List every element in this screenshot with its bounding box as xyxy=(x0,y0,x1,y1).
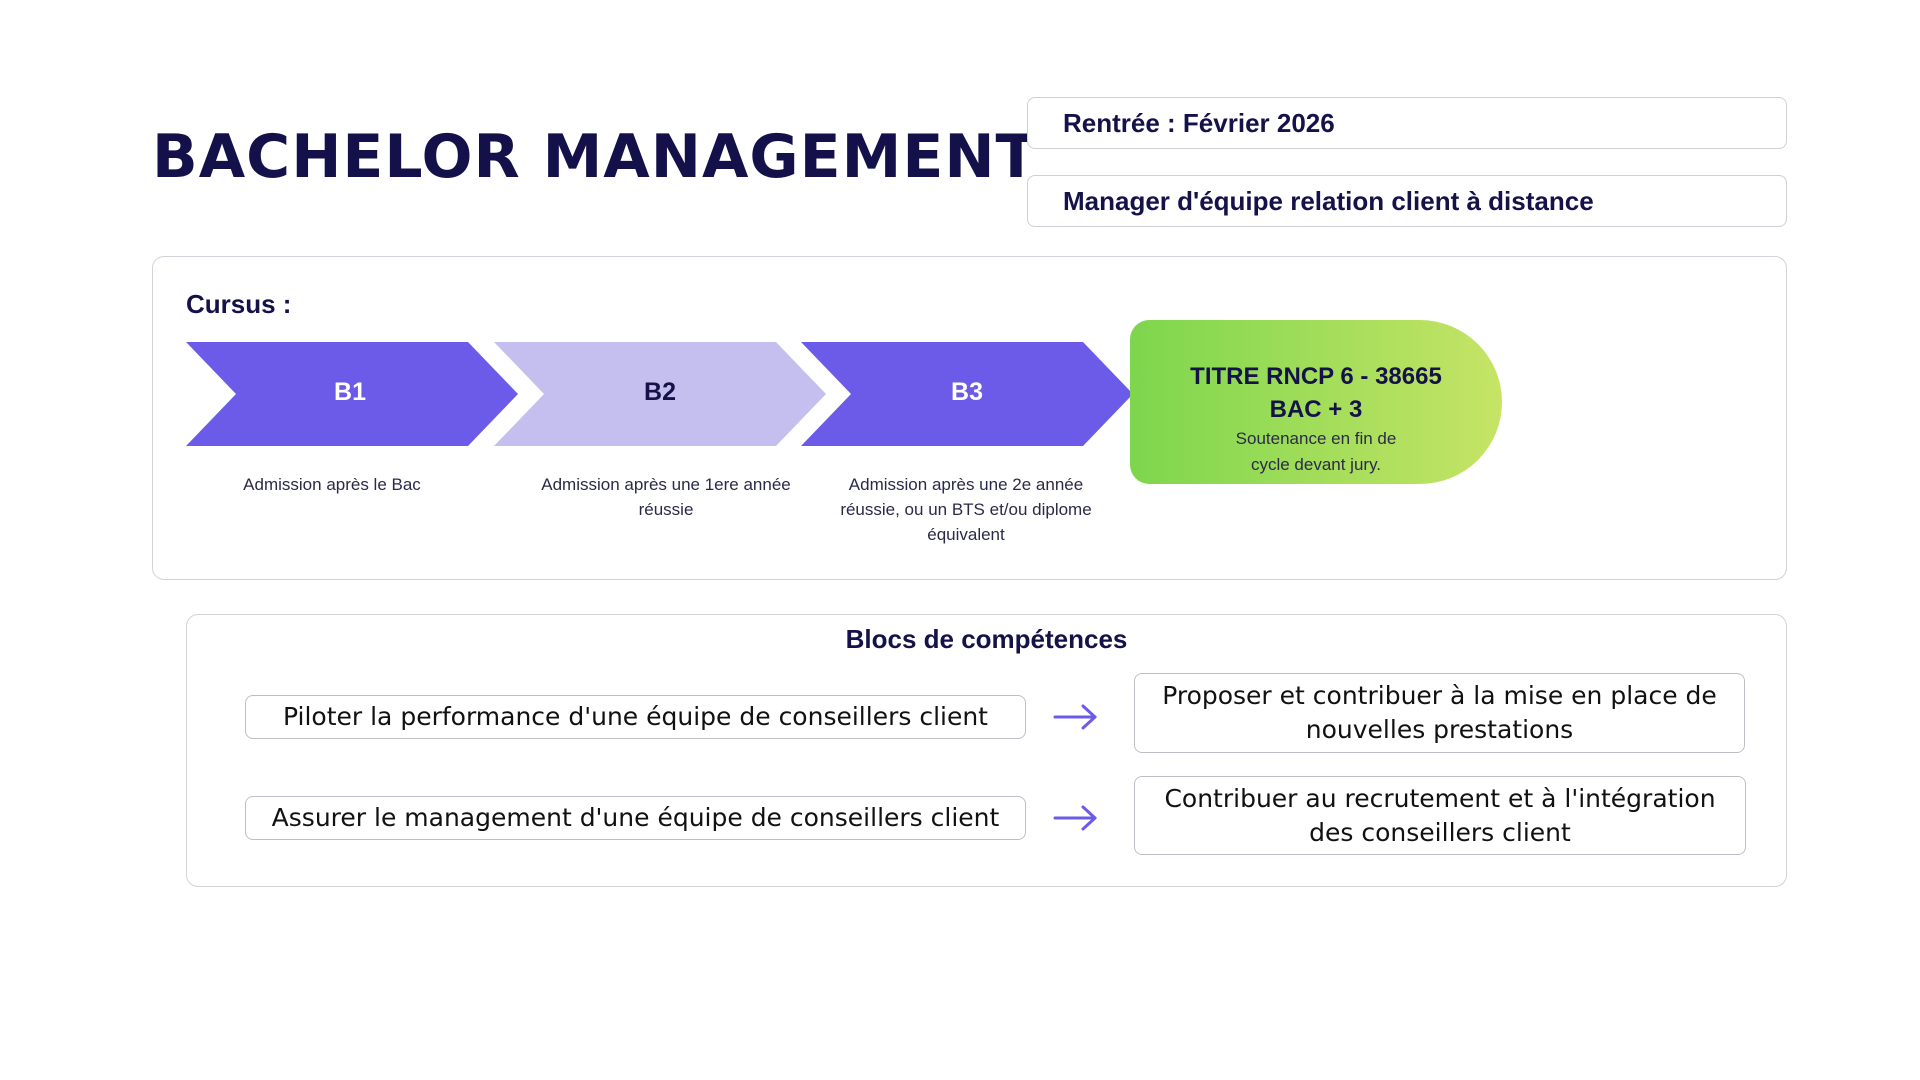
rentree-badge: Rentrée : Février 2026 xyxy=(1027,97,1787,149)
skill-block-text: Piloter la performance d'une équipe de c… xyxy=(282,702,988,731)
chevron-b3 xyxy=(801,342,1133,446)
job-title-text: Manager d'équipe relation client à dista… xyxy=(1063,185,1594,216)
chevron-b1 xyxy=(186,342,518,446)
page-title: BACHELOR MANAGEMENT xyxy=(152,122,1038,192)
job-title-badge: Manager d'équipe relation client à dista… xyxy=(1027,175,1787,227)
skill-block-right-1: Proposer et contribuer à la mise en plac… xyxy=(1134,673,1745,753)
diploma-title: TITRE RNCP 6 - 38665 xyxy=(1190,363,1442,390)
step-b3-label: B3 xyxy=(951,378,983,406)
chevron-b2 xyxy=(494,342,826,446)
skill-block-text: Proposer et contribuer à la mise en plac… xyxy=(1162,681,1717,744)
step-b3-desc: Admission après une 2e année réussie, ou… xyxy=(840,475,1092,544)
skill-block-left-1: Piloter la performance d'une équipe de c… xyxy=(245,695,1026,739)
step-b1-label: B1 xyxy=(334,378,366,406)
cursus-heading: Cursus : xyxy=(186,289,292,319)
competences-heading: Blocs de compétences xyxy=(845,624,1128,654)
arrow-right-icon xyxy=(1053,805,1097,831)
skill-block-left-2: Assurer le management d'une équipe de co… xyxy=(245,796,1026,840)
step-b1-desc: Admission après le Bac xyxy=(243,475,421,494)
skill-block-text: Contribuer au recrutement et à l'intégra… xyxy=(1164,783,1716,847)
skill-block-right-2: Contribuer au recrutement et à l'intégra… xyxy=(1134,776,1746,855)
arrow-right-icon xyxy=(1053,704,1097,730)
rentree-text: Rentrée : Février 2026 xyxy=(1063,107,1335,138)
step-b2-label: B2 xyxy=(644,378,676,406)
skill-block-text: Assurer le management d'une équipe de co… xyxy=(271,803,1000,832)
diploma-badge: TITRE RNCP 6 - 38665 BAC + 3 Soutenance … xyxy=(1130,320,1502,484)
diploma-desc: Soutenance en fin de cycle devant jury. xyxy=(1235,429,1397,474)
step-b2-desc: Admission après une 1ere année réussie xyxy=(541,475,791,519)
diploma-level: BAC + 3 xyxy=(1269,396,1363,423)
